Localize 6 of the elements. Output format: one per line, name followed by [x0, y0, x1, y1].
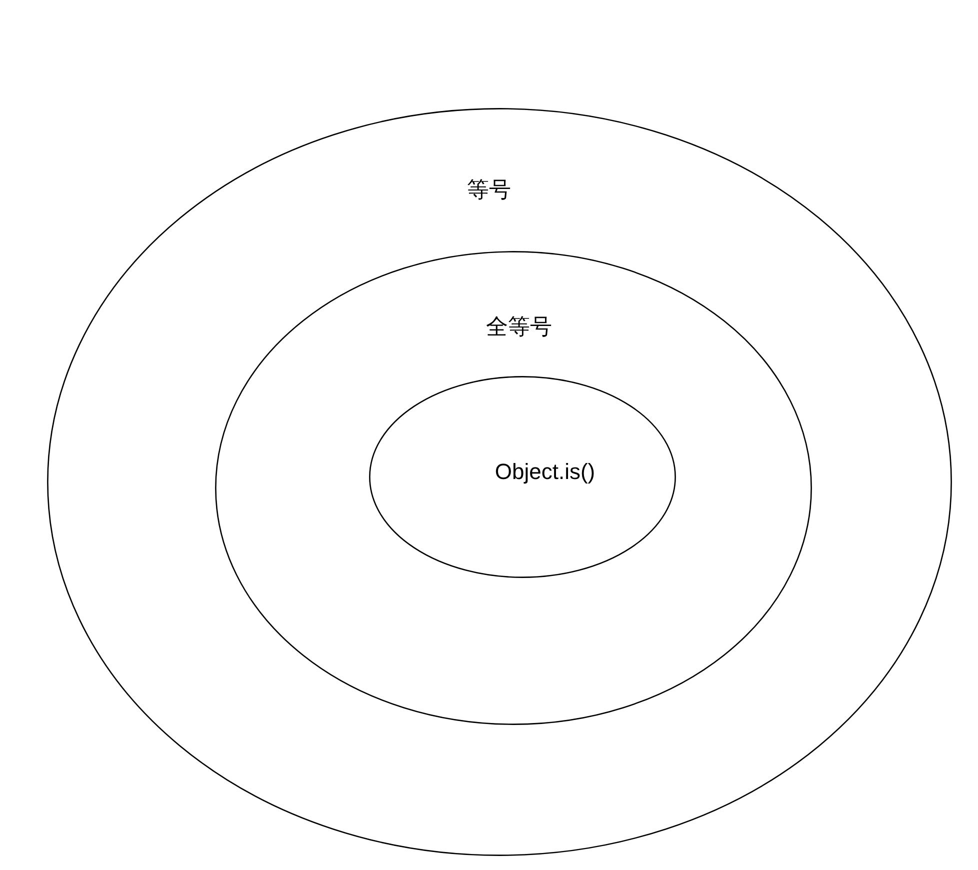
- region-label: 全等号: [486, 314, 552, 340]
- region-label: 等号: [467, 176, 511, 204]
- ellipse-region: [215, 251, 812, 725]
- ellipse-region: [369, 376, 676, 578]
- ellipse-region: [47, 108, 952, 856]
- region-label: Object.is(): [494, 458, 596, 486]
